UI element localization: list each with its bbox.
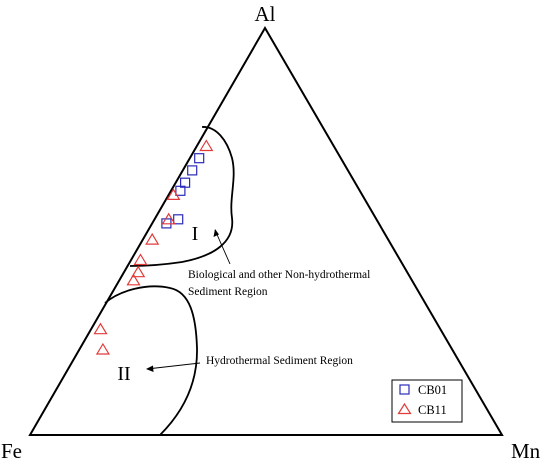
region-1-arrow: [213, 229, 231, 265]
point-cb01-1: [194, 153, 205, 164]
vertex-label-top: Al: [255, 2, 276, 26]
region-2-label: II: [117, 363, 130, 385]
point-cb11-4: [145, 232, 160, 245]
point-cb11-6: [131, 265, 146, 278]
legend: CB01 CB11: [391, 379, 463, 423]
point-cb11-7: [126, 273, 141, 286]
legend-label-cb01: CB01: [418, 383, 447, 397]
region-2-boundary: [104, 285, 198, 436]
region-1-boundary: [129, 126, 235, 267]
legend-label-cb11: CB11: [418, 403, 447, 417]
point-cb01-4: [175, 185, 186, 196]
point-cb11-5: [133, 253, 148, 266]
region-1-annotation-line-1: Biological and other Non-hydrothermal: [188, 269, 370, 281]
ternary-triangle: [28, 26, 504, 436]
point-cb11-1: [199, 139, 214, 152]
region-2-annotation: Hydrothermal Sediment Region: [206, 355, 353, 367]
region-2-arrow: [146, 362, 201, 372]
data-points: [93, 139, 214, 355]
legend-box: [391, 379, 463, 423]
legend-marker-cb01: [399, 384, 410, 395]
point-cb01-2: [187, 165, 198, 176]
vertex-label-right: Mn: [511, 439, 541, 463]
legend-marker-cb11: [397, 402, 412, 415]
point-cb11-2: [166, 188, 181, 200]
vertex-label-left: Fe: [1, 439, 22, 463]
point-cb01-5: [173, 214, 184, 225]
region-1-label: I: [192, 223, 199, 245]
point-cb11-9: [95, 342, 110, 355]
point-cb11-8: [93, 322, 108, 335]
point-cb11-3: [161, 212, 176, 225]
region-1-annotation-line-2: Sediment Region: [188, 286, 268, 298]
